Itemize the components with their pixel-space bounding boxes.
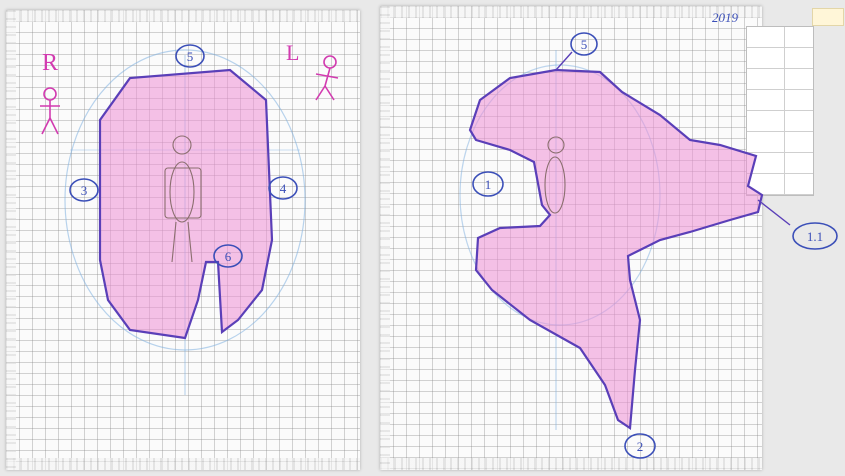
svg-text:3: 3 xyxy=(81,183,88,198)
left-stick-figure-r xyxy=(40,88,60,134)
marker-1-1-right: 1.1 xyxy=(793,223,837,249)
marker-1-right: 1 xyxy=(473,172,503,196)
stick-leg xyxy=(50,118,58,134)
side-letter-l: L xyxy=(286,40,299,65)
left-stick-figure-l xyxy=(316,56,338,100)
stick-leg xyxy=(42,118,50,134)
marker-5-left: 5 xyxy=(176,45,204,67)
svg-text:5: 5 xyxy=(187,49,194,64)
leader-line-5 xyxy=(556,52,572,70)
leader-line-1-1 xyxy=(758,200,790,225)
right-diagram-region xyxy=(470,70,762,428)
marker-3-left: 3 xyxy=(70,179,98,201)
side-letter-r: R xyxy=(42,50,58,76)
svg-text:1.1: 1.1 xyxy=(807,229,823,244)
marker-4-left: 4 xyxy=(269,177,297,199)
stick-head xyxy=(324,56,336,68)
stick-head xyxy=(44,88,56,100)
svg-text:2: 2 xyxy=(637,439,644,454)
marker-5-right: 5 xyxy=(571,33,597,55)
marker-2-right: 2 xyxy=(625,434,655,458)
svg-text:5: 5 xyxy=(581,37,588,52)
stick-leg xyxy=(316,86,325,100)
stick-leg xyxy=(325,86,334,100)
left-diagram-region xyxy=(100,70,272,338)
year-note: 2019 xyxy=(712,10,739,25)
svg-text:6: 6 xyxy=(225,249,232,264)
svg-text:1: 1 xyxy=(485,177,492,192)
svg-text:4: 4 xyxy=(280,181,287,196)
